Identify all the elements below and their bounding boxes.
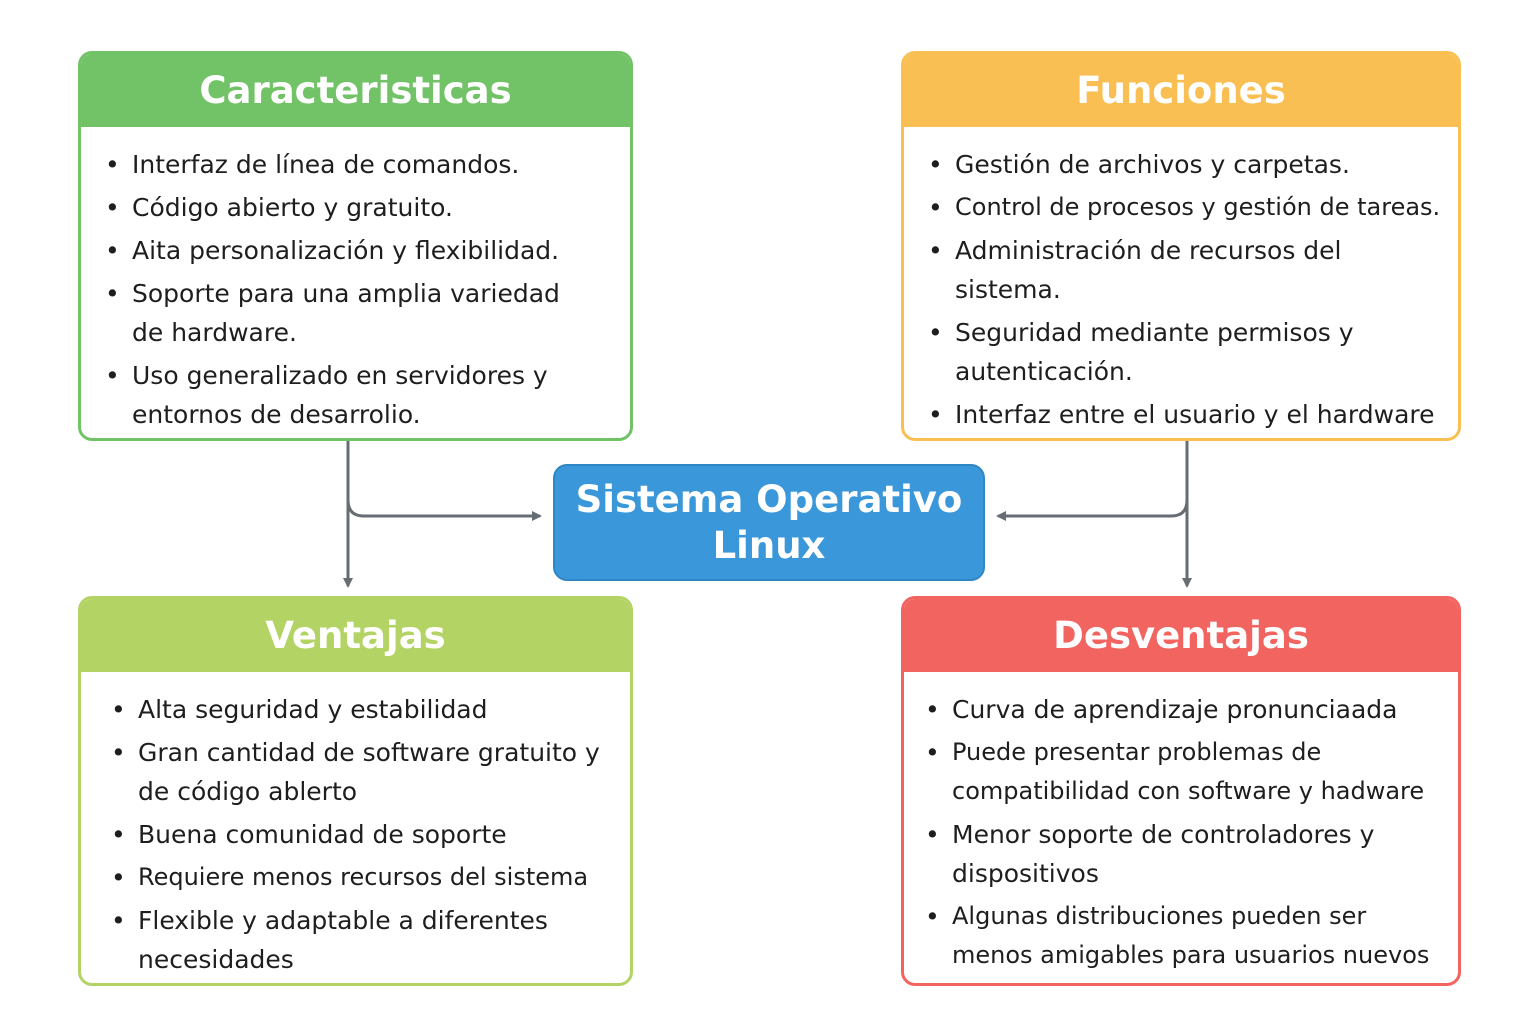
list-item: • Gestión de archivos y carpetas. xyxy=(928,145,1448,184)
center-title: Sistema Operativo Linux xyxy=(575,477,963,567)
bullet-icon: • xyxy=(111,820,126,849)
bullet-icon: • xyxy=(111,863,126,892)
list-item: • Interfaz entre el usuario y el hardware xyxy=(928,395,1448,434)
bullet-icon: • xyxy=(105,193,120,222)
list-item: • Aita personalización y flexibilidad. xyxy=(105,231,620,270)
item-text: Soporte para una amplia variedad de hard… xyxy=(132,279,560,347)
list-item: • Soporte para una amplia variedad de har… xyxy=(105,274,562,352)
item-text: Aita personalización y flexibilidad. xyxy=(132,236,560,265)
item-text: Alta seguridad y estabilidad xyxy=(138,695,488,724)
list-item: • Código abierto y gratuito. xyxy=(105,188,620,227)
bullet-icon: • xyxy=(925,820,940,849)
list-item: • Buena comunidad de soporte xyxy=(111,815,620,854)
card-ventajas: Ventajas • Alta seguridad y estabilidad •… xyxy=(78,596,633,986)
card-funciones: Funciones • Gestión de archivos y carpeta… xyxy=(901,51,1461,441)
item-text: Interfaz de línea de comandos. xyxy=(132,150,520,179)
list-item: • Alta seguridad y estabilidad xyxy=(111,690,620,729)
funciones-list: • Gestión de archivos y carpetas. • Contro… xyxy=(928,145,1448,434)
ventajas-title: Ventajas xyxy=(81,599,630,672)
connector-right-to-center xyxy=(996,499,1189,521)
item-text: Administración de recursos del sistema. xyxy=(955,236,1342,304)
desventajas-body: • Curva de aprendizaje pronunciaada • Pued… xyxy=(904,672,1458,975)
desventajas-title: Desventajas xyxy=(904,599,1458,672)
ventajas-body: • Alta seguridad y estabilidad • Gran cant… xyxy=(81,672,630,979)
bullet-icon: • xyxy=(928,400,943,429)
list-item: • Puede presentar problemas de compatibil… xyxy=(925,733,1447,811)
bullet-icon: • xyxy=(111,738,126,767)
bullet-icon: • xyxy=(105,279,120,308)
item-text: Seguridad mediante permisos y autenticac… xyxy=(955,318,1354,386)
bullet-icon: • xyxy=(925,902,940,931)
bullet-icon: • xyxy=(928,318,943,347)
list-item: • Menor soporte de controladores y dispos… xyxy=(925,815,1392,893)
bullet-icon: • xyxy=(928,150,943,179)
list-item: • Seguridad mediante permisos y autentica… xyxy=(928,313,1375,391)
ventajas-list: • Alta seguridad y estabilidad • Gran cant… xyxy=(111,690,620,979)
bullet-icon: • xyxy=(111,695,126,724)
bullet-icon: • xyxy=(925,695,940,724)
item-text: Gran cantidad de software gratuito y de … xyxy=(138,738,600,806)
caracteristicas-body: • Interfaz de línea de comandos. • Código … xyxy=(81,127,630,434)
caracteristicas-title: Caracteristicas xyxy=(81,54,630,127)
bullet-icon: • xyxy=(928,193,943,222)
list-item: • Uso generalizado en servidores y entorn… xyxy=(105,356,562,434)
item-text: Gestión de archivos y carpetas. xyxy=(955,150,1350,179)
item-text: Uso generalizado en servidores y entorno… xyxy=(132,361,548,429)
list-item: • Requiere menos recursos del sistema xyxy=(111,858,620,897)
caracteristicas-list: • Interfaz de línea de comandos. • Código … xyxy=(105,145,620,434)
item-text: Buena comunidad de soporte xyxy=(138,820,507,849)
bullet-icon: • xyxy=(105,361,120,390)
list-item: • Administración de recursos del sistema. xyxy=(928,231,1448,309)
bullet-icon: • xyxy=(105,150,120,179)
list-item: • Curva de aprendizaje pronunciaada xyxy=(925,690,1448,729)
card-desventajas: Desventajas • Curva de aprendizaje pronun… xyxy=(901,596,1461,986)
item-text: Control de procesos y gestión de tareas. xyxy=(955,193,1441,221)
item-text: Flexible y adaptable a diferentes necesi… xyxy=(138,906,548,974)
item-text: Puede presentar problemas de compatibili… xyxy=(952,738,1425,805)
bullet-icon: • xyxy=(925,738,940,767)
funciones-title: Funciones xyxy=(904,54,1458,127)
list-item: • Algunas distribuciones pueden ser menos… xyxy=(925,897,1447,975)
list-item: • Gran cantidad de software gratuito y de… xyxy=(111,733,613,811)
bullet-icon: • xyxy=(111,906,126,935)
list-item: • Control de procesos y gestión de tareas… xyxy=(928,188,1448,227)
item-text: Código abierto y gratuito. xyxy=(132,193,453,222)
connector-left-to-center xyxy=(346,499,542,521)
item-text: Algunas distribuciones pueden ser menos … xyxy=(952,902,1430,969)
list-item: • Flexible y adaptable a diferentes neces… xyxy=(111,901,578,979)
list-item: • Interfaz de línea de comandos. xyxy=(105,145,620,184)
funciones-body: • Gestión de archivos y carpetas. • Contro… xyxy=(904,127,1458,434)
item-text: Requiere menos recursos del sistema xyxy=(138,863,589,891)
card-caracteristicas: Caracteristicas • Interfaz de línea de co… xyxy=(78,51,633,441)
item-text: Menor soporte de controladores y disposi… xyxy=(952,820,1375,888)
bullet-icon: • xyxy=(928,236,943,265)
item-text: Curva de aprendizaje pronunciaada xyxy=(952,695,1398,724)
item-text: Interfaz entre el usuario y el hardware xyxy=(955,400,1435,429)
bullet-icon: • xyxy=(105,236,120,265)
desventajas-list: • Curva de aprendizaje pronunciaada • Pued… xyxy=(925,690,1448,975)
center-node: Sistema Operativo Linux xyxy=(553,464,985,581)
